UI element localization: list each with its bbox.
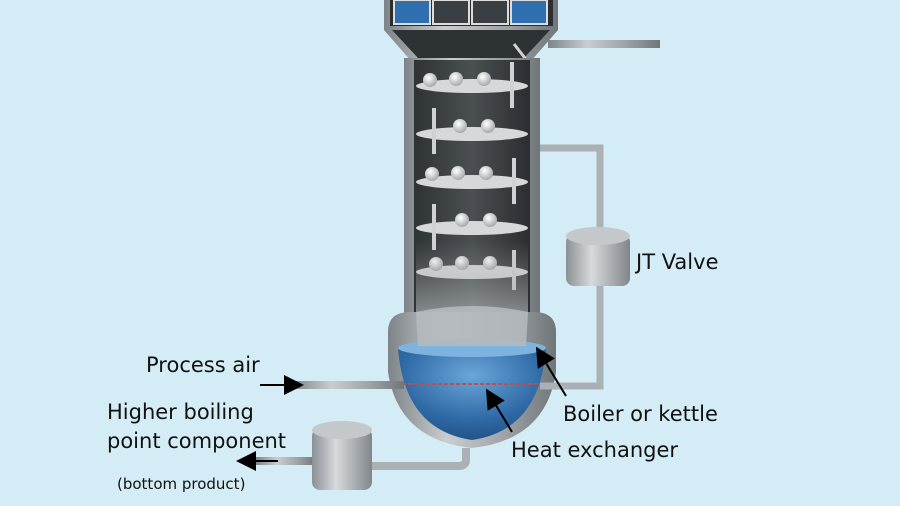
bottom-product-tank [312, 421, 372, 490]
higher-boiling-label-line2: point component [107, 429, 287, 453]
heat-exchanger-arrow [485, 388, 513, 433]
higher-boiling-label-line1: Higher boiling [107, 400, 254, 424]
jt-valve [566, 227, 630, 286]
process-air-label: Process air [146, 353, 260, 377]
bottom-product-label: (bottom product) [117, 475, 246, 493]
annotation-arrows [236, 346, 567, 471]
heat-exchanger-label: Heat exchanger [511, 438, 679, 462]
boiler-kettle [388, 306, 556, 448]
column-top [384, 0, 660, 63]
boiler-label: Boiler or kettle [563, 402, 718, 426]
process-air-pipe [292, 381, 404, 389]
boiler-arrow [535, 346, 567, 397]
jt-valve-label: JT Valve [636, 250, 719, 274]
